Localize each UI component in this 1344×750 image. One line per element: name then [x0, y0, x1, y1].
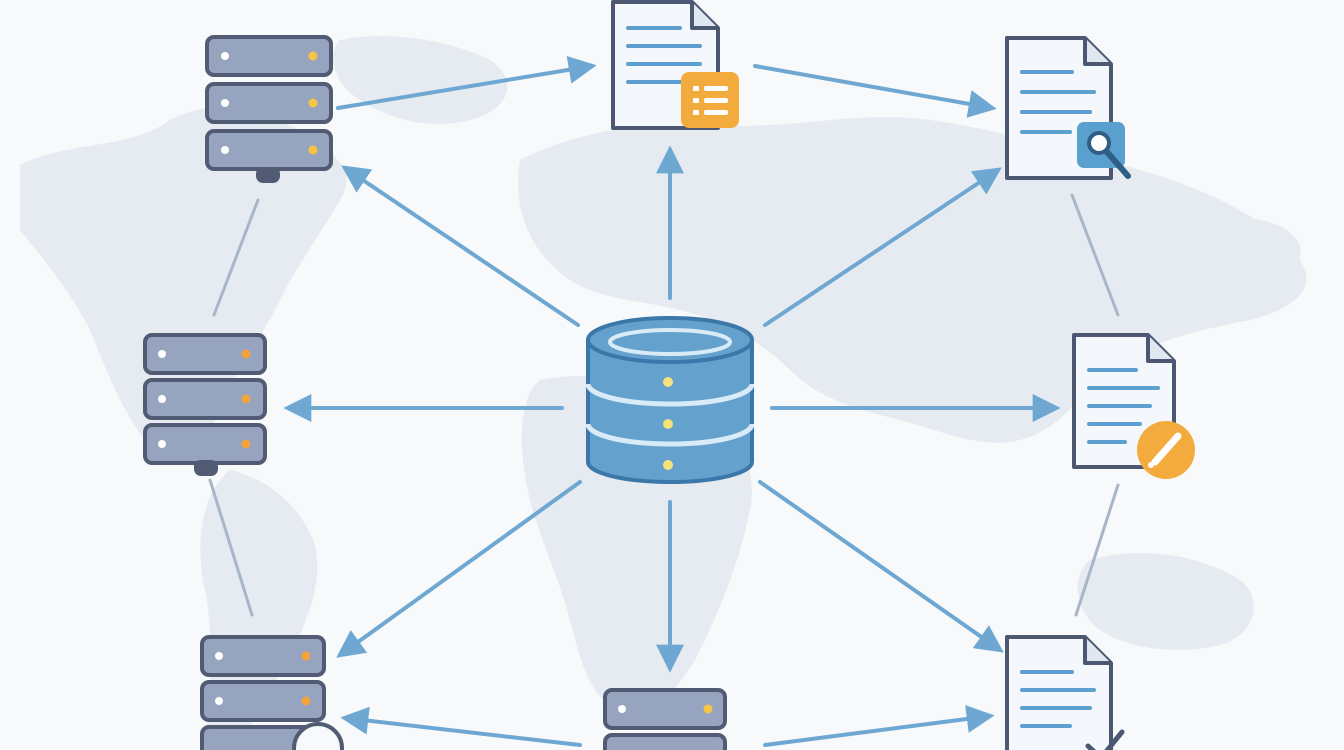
arrow-center-to-top-left-server — [341, 165, 580, 327]
server-top-left — [205, 35, 333, 183]
database-icon — [585, 316, 755, 484]
server-bottom-center — [603, 688, 727, 750]
arrows — [283, 55, 1061, 747]
pencil-icon — [1137, 421, 1195, 479]
magnifier-icon — [1077, 122, 1131, 179]
list-icon — [681, 72, 739, 128]
arrow-center-to-bottom-left-server — [336, 480, 582, 658]
document-mid-right — [1072, 333, 1195, 479]
document-top-center — [611, 0, 739, 130]
arrow-center-to-bottom-right-document — [758, 480, 1004, 653]
server-rack-icon — [143, 333, 267, 476]
arrow-bottom-server-to-bottom-left-server — [340, 706, 582, 747]
link-line — [1070, 193, 1120, 317]
arrow-top-document-to-top-right-document — [753, 64, 997, 118]
server-rack-icon — [603, 688, 727, 750]
server-rack-icon — [205, 35, 333, 183]
arrow-top-left-server-to-top-document — [336, 55, 597, 110]
link-line — [212, 198, 260, 317]
lock-badge-icon — [292, 722, 344, 750]
server-mid-left — [143, 333, 267, 476]
link-line — [208, 478, 254, 617]
document-bottom-right — [1005, 635, 1125, 750]
central-database — [585, 316, 755, 484]
arrow-bottom-server-to-bottom-right-document — [763, 705, 995, 747]
arrow-center-to-top-right-document — [763, 167, 1002, 327]
document-icon — [1005, 635, 1113, 750]
server-bottom-left — [200, 635, 344, 750]
link-line — [1074, 483, 1120, 617]
ring-links — [208, 193, 1120, 617]
document-top-right — [1005, 36, 1131, 180]
checkmark-icon — [1085, 729, 1125, 750]
